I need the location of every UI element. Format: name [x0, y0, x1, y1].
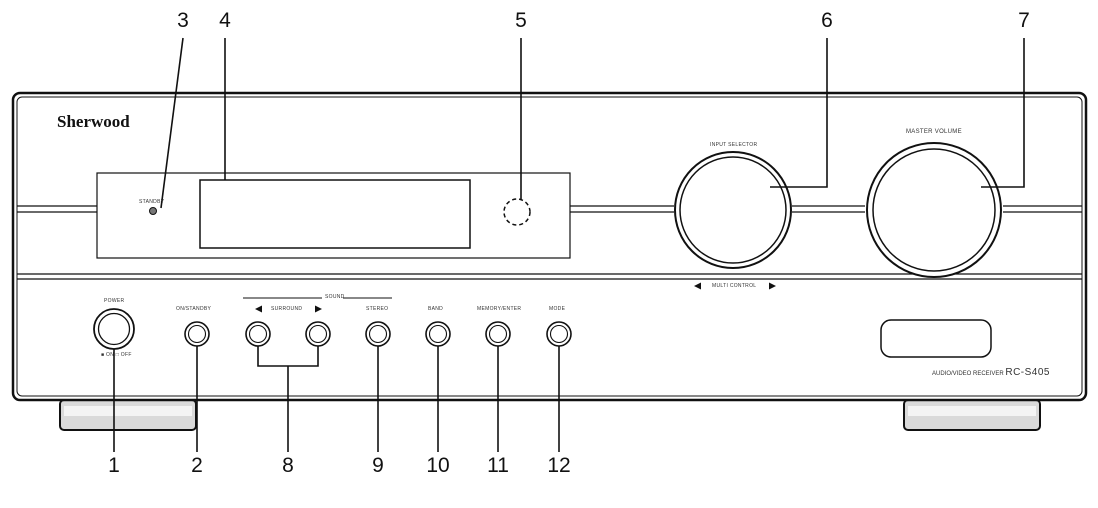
- standby-led: [149, 207, 157, 215]
- surround-label: SURROUND: [271, 306, 303, 312]
- band-label: BAND: [428, 306, 444, 312]
- callout-1: 1: [108, 454, 120, 477]
- callout-6: 6: [821, 9, 833, 32]
- surround-right-button[interactable]: [305, 321, 331, 347]
- callout-8: 8: [282, 454, 294, 477]
- callout-11: 11: [487, 454, 509, 477]
- multi-control-label: MULTI CONTROL: [712, 283, 757, 289]
- callout-leaders: [113, 37, 1025, 452]
- master-volume-label: MASTER VOLUME: [906, 129, 962, 135]
- callout-10: 10: [426, 454, 450, 477]
- standby-label: STANDBY: [139, 199, 165, 205]
- callout-4: 4: [219, 9, 231, 32]
- on-standby-button[interactable]: [184, 321, 210, 347]
- model-label: AUDIO/VIDEO RECEIVER RC-S405: [932, 367, 1050, 378]
- memory-enter-label: MEMORY/ENTER: [477, 306, 522, 312]
- power-sub-label: ■ ON □ OFF: [101, 352, 132, 358]
- multi-control-right-arrow: [769, 282, 776, 290]
- callout-9: 9: [372, 454, 384, 477]
- memory-enter-button[interactable]: [485, 321, 511, 347]
- master-volume-knob[interactable]: [866, 142, 1002, 278]
- input-selector-knob[interactable]: [674, 151, 792, 269]
- display-screen: [199, 179, 471, 249]
- input-selector-label: INPUT SELECTOR: [710, 142, 758, 148]
- mode-button[interactable]: [546, 321, 572, 347]
- front-badge: [880, 319, 992, 358]
- multi-control-left-arrow: [694, 282, 701, 290]
- lower-band: [17, 273, 1082, 280]
- power-label: POWER: [104, 298, 125, 304]
- model-name: RC-S405: [1005, 367, 1050, 378]
- brand-logo-text: Sherwood: [57, 112, 130, 131]
- callout-12: 12: [547, 454, 571, 477]
- callout-2: 2: [191, 454, 203, 477]
- upper-band: [17, 205, 1082, 213]
- surround-right-arrow: [315, 305, 322, 313]
- model-prefix: AUDIO/VIDEO RECEIVER: [932, 371, 1004, 377]
- right-foot: [903, 399, 1041, 431]
- on-standby-label: ON/STANDBY: [176, 306, 212, 312]
- band-button[interactable]: [425, 321, 451, 347]
- stereo-label: STEREO: [366, 306, 389, 312]
- callout-5: 5: [515, 9, 527, 32]
- callout-3: 3: [177, 9, 189, 32]
- sound-label: SOUND: [325, 294, 345, 300]
- surround-left-arrow: [255, 305, 262, 313]
- callout-7: 7: [1018, 9, 1030, 32]
- left-foot: [59, 399, 197, 431]
- power-button[interactable]: [93, 308, 135, 350]
- chassis-inner: [16, 96, 1083, 397]
- mode-label: MODE: [549, 306, 566, 312]
- stereo-button[interactable]: [365, 321, 391, 347]
- remote-sensor: [503, 198, 531, 226]
- surround-left-button[interactable]: [245, 321, 271, 347]
